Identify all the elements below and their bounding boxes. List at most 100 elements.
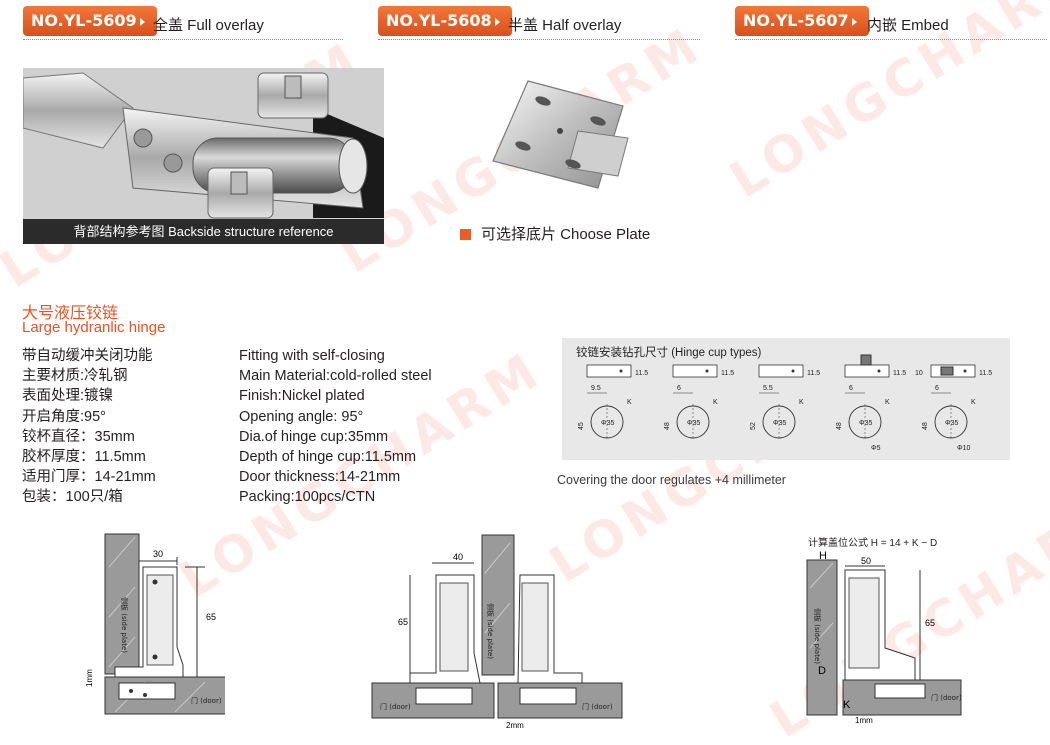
- model-label: 全盖 Full overlay: [153, 17, 264, 34]
- side-plate-label: 侧板 (side plate): [813, 608, 822, 664]
- dim-gap: 2mm: [506, 721, 524, 730]
- product-title-cn: 大号液压铰链: [22, 305, 119, 322]
- model-header-5607: NO.YL-5607 内嵌 Embed: [735, 6, 1047, 40]
- cup-top-view: [672, 364, 718, 378]
- dim-gap: 1mm: [85, 669, 94, 687]
- cup-panel-title: 铰链安装钻孔尺寸 (Hinge cup types): [576, 347, 762, 359]
- cup-thread-label: 10: [915, 370, 923, 377]
- cup-k-label: K: [885, 399, 890, 406]
- backside-caption: 背部结构参考图 Backside structure reference: [23, 219, 384, 244]
- cup-top-view: [758, 364, 804, 378]
- cup-k-label: K: [627, 399, 632, 406]
- cup-k-label: K: [971, 399, 976, 406]
- diagram-half-overlay: 40 65 2mm 侧板 (side plate) 门 (door) 门 (do…: [371, 534, 623, 730]
- cup-height-label: 48: [836, 422, 843, 430]
- divider: [23, 39, 343, 40]
- arrow-right-icon: [139, 17, 145, 26]
- dim-gap: 1mm: [855, 716, 873, 725]
- backside-photo: 背部结构参考图 Backside structure reference: [23, 68, 384, 244]
- cup-diameter-label: Φ35: [859, 420, 872, 427]
- spec-item: 铰杯直径：35mm: [22, 428, 135, 445]
- diagram-embed: H D K 50 65 1mm 侧板 (side plate) 门 (door): [806, 550, 962, 725]
- spec-item: Finish:Nickel plated: [239, 388, 365, 405]
- cup-top-view: [844, 364, 890, 378]
- specs-en-list: Fitting with self-closing Main Material:…: [239, 346, 432, 508]
- h-label: H: [819, 550, 827, 562]
- cup-hole: [963, 369, 967, 373]
- choose-plate-caption: 可选择底片 Choose Plate: [460, 223, 650, 244]
- spec-item: 带自动缓冲关闭功能: [22, 348, 153, 364]
- spec-item: 开启角度:95°: [22, 408, 106, 425]
- model-badge: NO.YL-5608: [378, 6, 512, 36]
- overlay-formula: 计算盖位公式 H = 14 + K − D: [808, 538, 938, 549]
- product-title-en: Large hydranlic hinge: [22, 319, 166, 336]
- cup-k-label: K: [799, 399, 804, 406]
- spec-item: 表面处理:镀镍: [22, 388, 114, 405]
- cup-note: Covering the door regulates +4 millimete…: [557, 473, 786, 487]
- cup-offset-label: 6: [935, 385, 939, 392]
- cup-hole: [791, 369, 795, 373]
- spec-item: Dia.of hinge cup:35mm: [239, 428, 389, 445]
- dim-height: 65: [398, 617, 408, 627]
- dim-height: 65: [925, 618, 935, 628]
- door-label: 门 (door): [191, 696, 222, 705]
- cup-diameter-label: Φ35: [773, 420, 786, 427]
- cup-extra-label: Φ5: [871, 445, 881, 452]
- dim-width: 40: [453, 552, 463, 562]
- model-badge: NO.YL-5607: [735, 6, 869, 36]
- dim-width: 50: [861, 556, 871, 566]
- bullet-square-icon: [460, 229, 471, 240]
- cup-offset-label: 9.5: [591, 385, 601, 392]
- cup-height-label: 48: [922, 422, 929, 430]
- cup-hole: [705, 369, 709, 373]
- door-label: 门 (door): [582, 702, 613, 711]
- cup-diameter-label: Φ35: [687, 420, 700, 427]
- cup-height-label: 52: [750, 422, 757, 430]
- cup-diameter-label: Φ35: [945, 420, 958, 427]
- specs-cn-list: 带自动缓冲关闭功能 主要材质:冷轧钢 表面处理:镀镍 开启角度:95° 铰杯直径…: [22, 346, 156, 508]
- spec-item: 胶杯厚度：11.5mm: [22, 449, 146, 466]
- side-plate-label: 侧板 (side plate): [486, 603, 495, 659]
- model-header-5608: NO.YL-5608 半盖 Half overlay: [378, 6, 700, 40]
- cup-hole: [877, 369, 881, 373]
- arrow-right-icon: [851, 17, 857, 26]
- cup-top-view: [586, 364, 632, 378]
- model-label: 半盖 Half overlay: [508, 17, 622, 34]
- divider: [735, 39, 1047, 40]
- cup-depth-label: 11.5: [807, 370, 820, 377]
- cup-offset-label: 6: [677, 385, 681, 392]
- spec-item: Fitting with self-closing: [239, 348, 385, 364]
- model-badge: NO.YL-5609: [23, 6, 157, 36]
- cup-height-label: 48: [664, 422, 671, 430]
- spec-item: Main Material:cold-rolled steel: [239, 368, 432, 385]
- cup-depth-label: 11.5: [893, 370, 906, 377]
- arrow-right-icon: [494, 17, 500, 26]
- cup-depth-label: 11.5: [979, 370, 992, 377]
- spec-item: Door thickness:14-21mm: [239, 469, 401, 486]
- cup-offset-label: 5.5: [763, 385, 773, 392]
- diagram-full-overlay: 30 65 1mm 侧板 (side plate) 门 (door): [85, 533, 225, 715]
- model-header-5609: NO.YL-5609 全盖 Full overlay: [23, 6, 343, 40]
- spec-item: 包装：100只/箱: [22, 489, 123, 506]
- cup-depth-label: 11.5: [721, 370, 734, 377]
- model-label: 内嵌 Embed: [867, 17, 949, 34]
- cup-k-label: K: [713, 399, 718, 406]
- spec-item: 主要材质:冷轧钢: [22, 368, 128, 385]
- cup-offset-label: 6: [849, 385, 853, 392]
- divider: [378, 39, 700, 40]
- side-plate-label: 侧板 (side plate): [120, 597, 129, 653]
- hinge-back-image: [23, 68, 384, 244]
- d-label: D: [818, 665, 826, 677]
- door-label: 门 (door): [380, 702, 411, 711]
- spec-item: Opening angle: 95°: [239, 408, 364, 425]
- dim-width: 30: [153, 549, 163, 559]
- cup-bolt-icon: [860, 354, 872, 366]
- cup-height-label: 45: [578, 422, 585, 430]
- cup-depth-label: 11.5: [635, 370, 648, 377]
- cup-hole: [619, 369, 623, 373]
- cup-extra-label: Φ10: [957, 445, 970, 452]
- spec-item: Packing:100pcs/CTN: [239, 489, 376, 506]
- spec-item: Depth of hinge cup:11.5mm: [239, 449, 417, 466]
